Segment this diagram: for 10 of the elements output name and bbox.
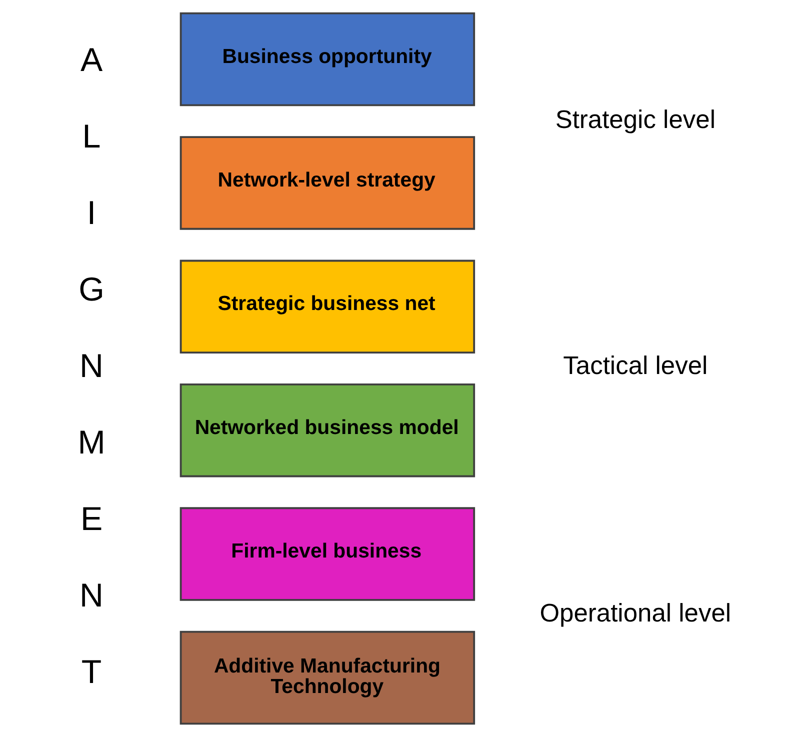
node-box: Networked business model (179, 383, 475, 478)
label: ALIGNMENT (77, 42, 105, 692)
label: Tactical level (562, 352, 708, 380)
node-box: Strategic business net (179, 260, 475, 354)
node-box: Additive Manufacturing Technology (179, 630, 475, 725)
label: Strategic level (554, 106, 716, 134)
label: Operational level (539, 600, 731, 628)
node-box: Network-level strategy (179, 136, 475, 230)
node-box: Firm-level business (179, 507, 475, 601)
node-box: Business opportunity (179, 12, 475, 106)
